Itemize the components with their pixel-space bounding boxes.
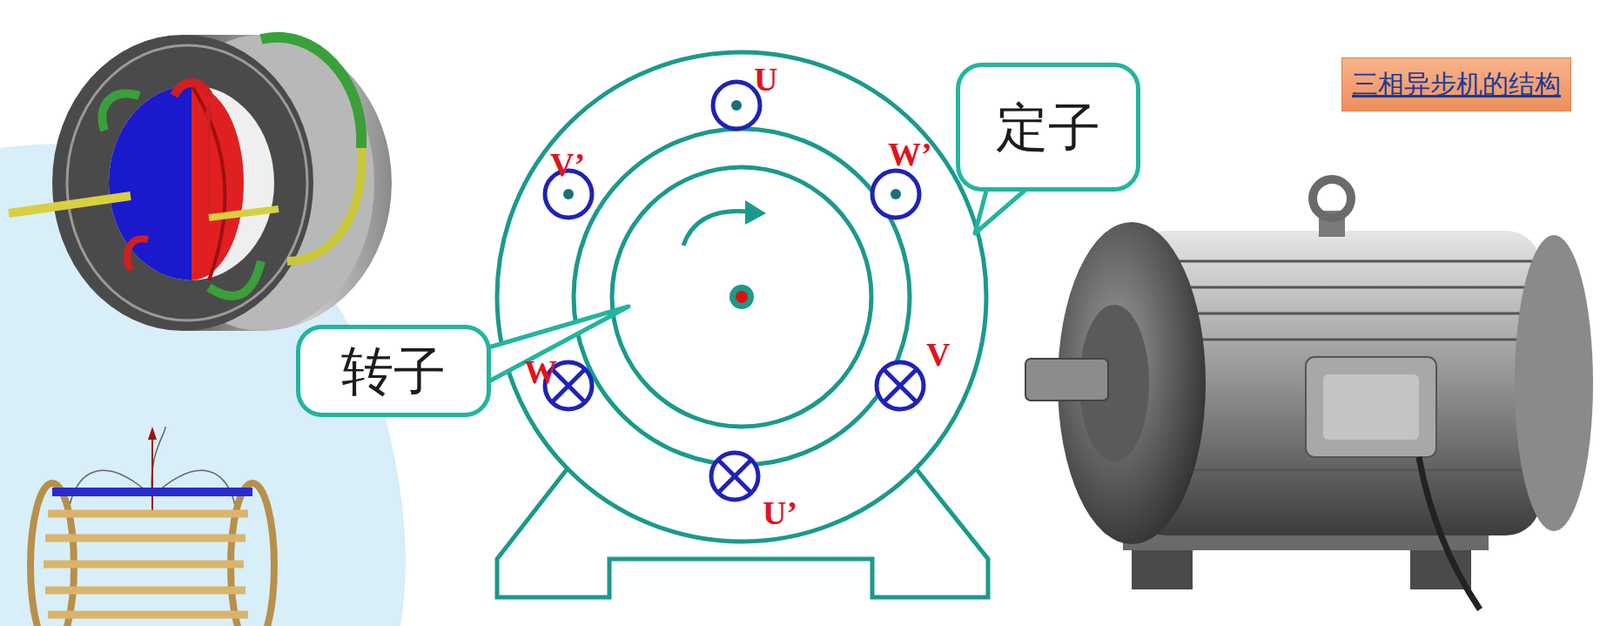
- title-text: 三相异步机的结构: [1351, 67, 1561, 103]
- phase-label: W’: [887, 137, 933, 171]
- callout-box: 定子: [955, 62, 1141, 192]
- squirrel-cage: [30, 426, 275, 626]
- title-box: 三相异步机的结构: [1341, 57, 1572, 112]
- phase-label: W: [524, 355, 558, 389]
- conductor-symbols: [544, 81, 924, 500]
- callout-text: 定子: [995, 98, 1101, 156]
- phase-label: U’: [762, 496, 798, 530]
- callout-text: 转子: [341, 342, 446, 400]
- phase-label: V: [926, 337, 950, 371]
- motor-picture: [1025, 179, 1594, 610]
- stator-3d: [8, 34, 392, 331]
- phase-label: U: [753, 62, 778, 96]
- callout-box: 转子: [295, 324, 491, 417]
- phase-label: V’: [550, 147, 585, 182]
